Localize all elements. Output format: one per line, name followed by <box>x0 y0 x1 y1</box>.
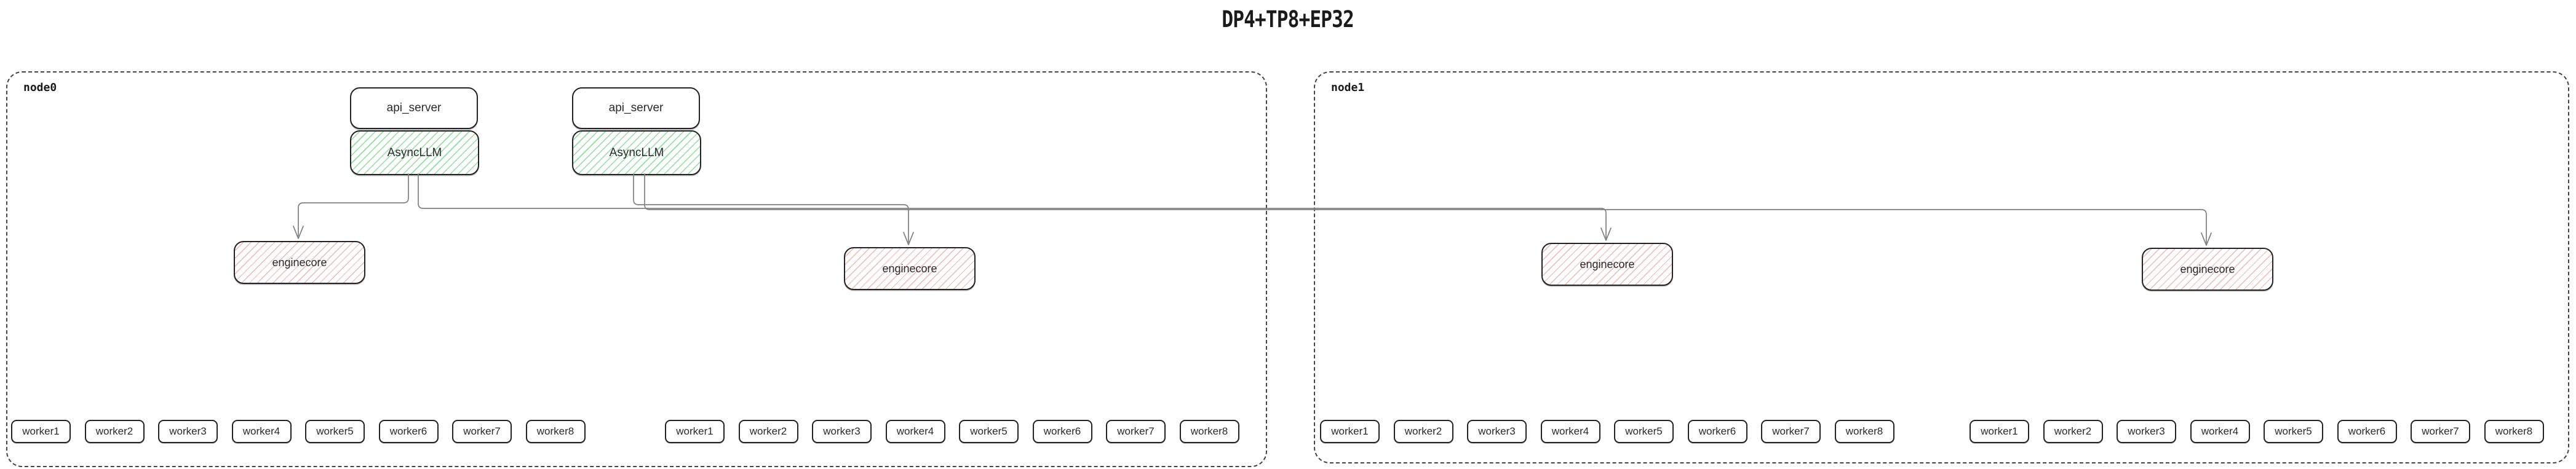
worker-box: worker4 <box>231 420 292 443</box>
worker-box: worker4 <box>2190 420 2250 443</box>
worker-box: worker6 <box>378 420 439 443</box>
worker-box: worker5 <box>2264 420 2323 443</box>
worker-box: worker7 <box>1106 420 1166 443</box>
worker-box: worker2 <box>2043 420 2103 443</box>
worker-box: worker4 <box>885 420 945 443</box>
worker-box: worker5 <box>1614 420 1674 443</box>
worker-box: worker3 <box>2117 420 2176 443</box>
worker-group-4: worker1 worker2 worker3 worker4 worker5 worke… <box>1970 420 2544 443</box>
worker-group-3: worker1 worker2 worker3 worker4 worker5 worke… <box>1320 420 1894 443</box>
diagram-title: DP4+TP8+EP32 <box>0 6 2576 33</box>
worker-box: worker8 <box>2484 420 2544 443</box>
node0-group: node0 api_server AsyncLLM api_server Asy… <box>6 71 1267 467</box>
worker-box: worker8 <box>1179 420 1239 443</box>
worker-box: worker7 <box>452 420 512 443</box>
worker-box: worker7 <box>1761 420 1821 443</box>
api-server-box-1: api_server <box>350 87 478 129</box>
worker-box: worker5 <box>959 420 1019 443</box>
worker-box: worker5 <box>305 420 365 443</box>
worker-box: worker8 <box>1834 420 1894 443</box>
asyncllm-box-2: AsyncLLM <box>572 130 701 175</box>
worker-box: worker4 <box>1540 420 1600 443</box>
worker-box: worker6 <box>1687 420 1747 443</box>
api-server-box-2: api_server <box>572 87 700 129</box>
worker-group-1: worker1 worker2 worker3 worker4 worker5 worke… <box>11 420 586 443</box>
enginecore-box-3: enginecore <box>1541 243 1673 286</box>
asyncllm-box-1: AsyncLLM <box>350 130 479 175</box>
worker-box: worker7 <box>2411 420 2470 443</box>
worker-box: worker2 <box>1393 420 1453 443</box>
worker-box: worker6 <box>1032 420 1092 443</box>
worker-box: worker2 <box>738 420 798 443</box>
enginecore-box-1: enginecore <box>234 241 365 284</box>
worker-box: worker3 <box>1467 420 1527 443</box>
enginecore-box-2: enginecore <box>844 247 976 290</box>
diagram-title-text: DP4+TP8+EP32 <box>1222 6 1354 33</box>
worker-box: worker1 <box>665 420 725 443</box>
worker-box: worker1 <box>1970 420 2029 443</box>
worker-box: worker1 <box>1320 420 1380 443</box>
worker-box: worker3 <box>158 420 218 443</box>
node1-label: node1 <box>1331 81 1365 94</box>
enginecore-box-4: enginecore <box>2142 248 2273 291</box>
worker-box: worker6 <box>2337 420 2397 443</box>
worker-box: worker2 <box>84 420 145 443</box>
node0-label: node0 <box>23 81 57 94</box>
worker-box: worker1 <box>11 420 71 443</box>
worker-box: worker3 <box>812 420 872 443</box>
worker-group-2: worker1 worker2 worker3 worker4 worker5 worke… <box>665 420 1239 443</box>
worker-box: worker8 <box>525 420 586 443</box>
